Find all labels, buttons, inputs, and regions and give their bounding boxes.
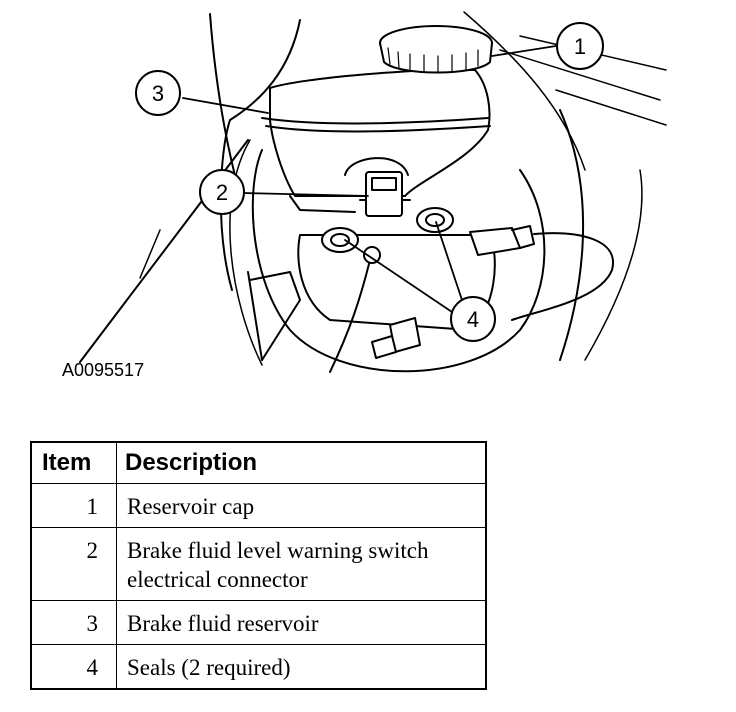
callout-4-label: 4 xyxy=(467,307,479,332)
column-header-description: Description xyxy=(116,441,487,484)
table-row: 3 Brake fluid reservoir xyxy=(30,600,487,645)
table-row: 4 Seals (2 required) xyxy=(30,644,487,690)
brake-master-cylinder-illustration: 1 2 3 4 xyxy=(79,11,667,373)
table-header-row: Item Description xyxy=(30,441,487,484)
item-number: 3 xyxy=(30,600,117,645)
callout-3: 3 xyxy=(135,70,181,116)
item-number: 2 xyxy=(30,527,117,601)
item-number: 4 xyxy=(30,644,117,690)
fluid-level-switch-connector xyxy=(344,157,411,217)
callout-3-label: 3 xyxy=(152,81,164,106)
figure-id-label: A0095517 xyxy=(62,360,145,380)
brake-fluid-reservoir xyxy=(261,68,491,213)
callout-2-label: 2 xyxy=(216,180,228,205)
callout-1: 1 xyxy=(556,22,604,70)
column-header-item: Item xyxy=(30,441,117,484)
item-description: Reservoir cap xyxy=(116,483,487,528)
parts-table: Item Description 1 Reservoir cap 2 Brake… xyxy=(30,441,487,690)
table-row: 2 Brake fluid level warning switch elect… xyxy=(30,527,487,601)
brake-booster xyxy=(247,149,615,373)
item-number: 1 xyxy=(30,483,117,528)
item-description: Brake fluid reservoir xyxy=(116,600,487,645)
reservoir-cap xyxy=(379,25,493,74)
table-row: 1 Reservoir cap xyxy=(30,483,487,528)
callout-1-label: 1 xyxy=(574,34,586,59)
item-description: Seals (2 required) xyxy=(116,644,487,690)
callout-4: 4 xyxy=(450,296,496,342)
callout-2: 2 xyxy=(199,169,245,215)
callout-leaders xyxy=(182,45,557,313)
item-description: Brake fluid level warning switch electri… xyxy=(116,527,487,601)
